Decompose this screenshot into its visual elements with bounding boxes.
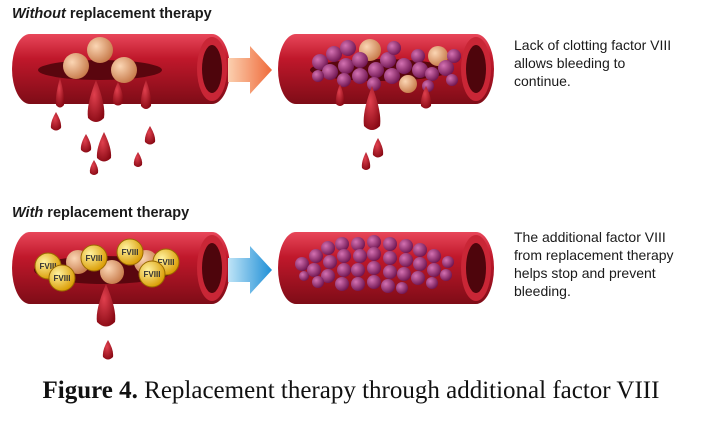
figure-caption: Figure 4. Replacement therapy through ad… (0, 376, 702, 406)
description-without-line-2: allows bleeding to (514, 55, 626, 71)
vessel-without-clot (278, 34, 494, 170)
description-without-line-1: Lack of clotting factor VIII (514, 37, 672, 53)
factor-label-5: FVIII (158, 258, 175, 267)
vessel-with-therapy: FVIII FVIII FVIII FVIII FVIII FVIII (12, 232, 230, 360)
factor-viii-6: FVIII (138, 260, 166, 288)
heading-with-emph: With (12, 205, 44, 221)
heading-with-rest: replacement therapy (43, 205, 190, 221)
factor-label-4: FVIII (122, 248, 139, 257)
factor-label-1: FVIII (40, 262, 57, 271)
factor-label-6: FVIII (144, 270, 161, 279)
heading-without-therapy: Without replacement therapy (12, 6, 212, 22)
caption-label: Figure 4. (42, 377, 138, 404)
description-with-line-2: from replacement therapy (514, 247, 674, 263)
description-with-line-1: The additional factor VIII (514, 229, 666, 245)
factor-viii-3: FVIII (80, 244, 108, 272)
clot-cells-top-right (312, 40, 461, 92)
heading-with-therapy: With replacement therapy (12, 205, 189, 221)
description-without: Lack of clotting factor VIII allows blee… (514, 36, 671, 90)
vessel-with-clot (278, 232, 494, 304)
factor-viii-molecules: FVIII FVIII FVIII FVIII FVIII FVIII (34, 238, 180, 292)
heading-without-rest: replacement therapy (65, 6, 212, 22)
factor-label-2: FVIII (54, 274, 71, 283)
factor-label-3: FVIII (86, 254, 103, 263)
caption-text: Replacement therapy through additional f… (137, 377, 660, 404)
arrow-top (228, 46, 272, 94)
vessel-without-bleeding (12, 34, 230, 175)
blood-drops-left (50, 78, 156, 175)
description-with-line-4: bleeding. (514, 283, 571, 299)
platelets-top-left (63, 37, 137, 83)
description-without-line-3: continue. (514, 73, 571, 89)
arrow-bottom (228, 246, 272, 294)
blood-drops-bottom (96, 284, 116, 360)
illustration: FVIII FVIII FVIII FVIII FVIII FVIII (12, 34, 494, 360)
description-with-line-3: helps stop and prevent (514, 265, 656, 281)
factor-viii-4: FVIII (116, 238, 144, 266)
factor-viii-2: FVIII (48, 264, 76, 292)
description-with: The additional factor VIII from replacem… (514, 228, 674, 300)
heading-without-emph: Without (12, 6, 66, 22)
blood-drops-right (335, 84, 432, 170)
clot-cells-bottom-right (295, 235, 454, 294)
